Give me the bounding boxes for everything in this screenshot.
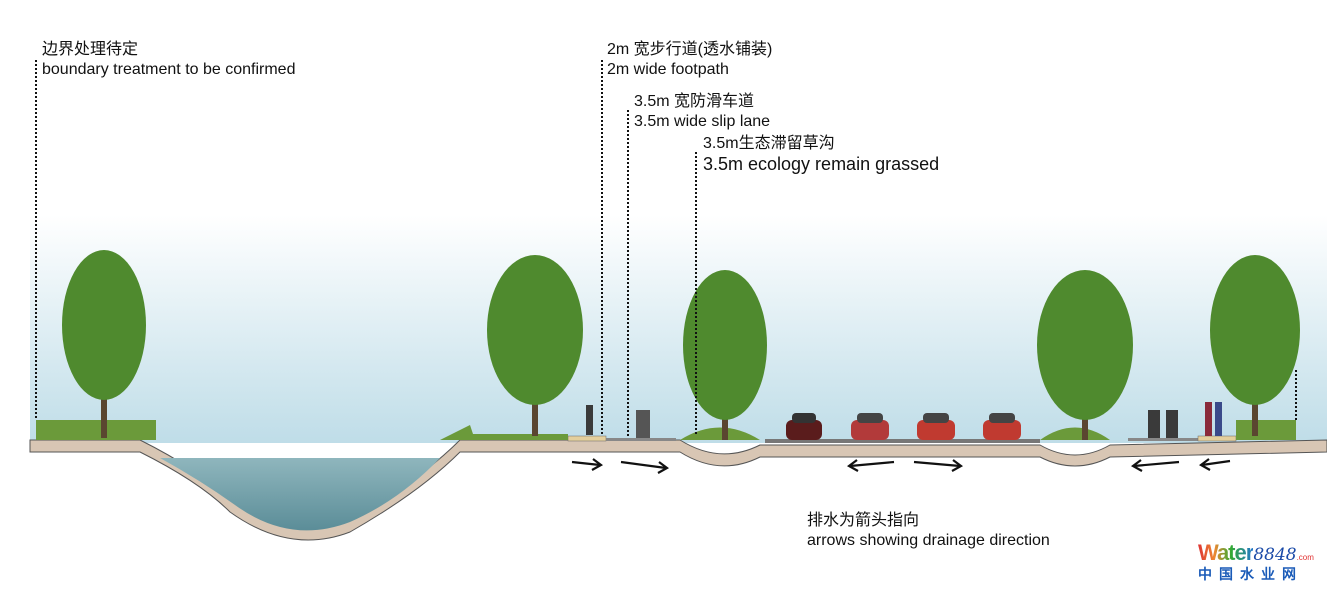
footpath-right: [1197, 435, 1237, 442]
sky-background: [30, 215, 1327, 443]
tree-icon: [1037, 270, 1133, 440]
slip-lane-label-en: 3.5m wide slip lane: [634, 113, 771, 130]
tree-icon: [62, 250, 146, 438]
trees: [62, 250, 1300, 440]
arrow-right-icon: [913, 459, 964, 472]
slip-lane-left: [606, 438, 676, 441]
tree-icon: [683, 270, 767, 440]
pond-water: [160, 458, 440, 531]
car-icon: [917, 413, 955, 440]
car-icon: [851, 413, 889, 440]
tree-icon: [487, 255, 583, 436]
arrow-left-icon: [1198, 458, 1231, 471]
pedestrian-icon: [1215, 402, 1222, 436]
logo-cn: 中国水业网: [1198, 566, 1303, 582]
swale-annotation: 3.5m生态滞留草沟 3.5m ecology remain grassed: [703, 134, 939, 174]
logo-number: 8848: [1253, 545, 1297, 565]
drainage-label-zh: 排水为箭头指向: [807, 512, 920, 529]
car-icon: [786, 413, 822, 440]
scooter-rider-icon: [636, 410, 650, 438]
cyclist-icon: [1166, 410, 1178, 438]
drainage-arrows: [571, 458, 1231, 474]
boundary-label-en: boundary treatment to be confirmed: [42, 61, 296, 78]
footpath-left: [567, 435, 607, 442]
tree-icon: [1210, 255, 1300, 436]
grass: [36, 420, 1296, 440]
footpath-annotation: 2m 宽步行道(透水铺装) 2m wide footpath: [607, 40, 772, 80]
cars: [786, 413, 1021, 440]
car-icon: [983, 413, 1021, 440]
slip-lane-annotation: 3.5m 宽防滑车道 3.5m wide slip lane: [634, 92, 770, 132]
swale-label-zh: 3.5m生态滞留草沟: [703, 135, 835, 152]
cyclist-icon: [1148, 410, 1160, 438]
boundary-annotation: 边界处理待定 boundary treatment to be confirme…: [42, 40, 295, 80]
leader-lines: [35, 60, 1297, 436]
arrow-left-icon: [1130, 459, 1180, 472]
arrow-right-icon: [620, 460, 670, 474]
footpath-label-zh: 2m 宽步行道(透水铺装): [607, 41, 773, 58]
water8848-logo: Water8848.com 中国水业网: [1198, 540, 1323, 584]
footpath-label-en: 2m wide footpath: [607, 61, 729, 78]
arrow-left-icon: [846, 459, 895, 472]
logo-word: Water: [1198, 540, 1254, 565]
drainage-label-en: arrows showing drainage direction: [807, 532, 1050, 549]
drainage-annotation: 排水为箭头指向 arrows showing drainage directio…: [807, 511, 1050, 551]
main-carriageway: [765, 439, 1040, 443]
logo-suffix: .com: [1296, 553, 1314, 562]
boundary-label-zh: 边界处理待定: [42, 41, 139, 58]
pedestrian-icon: [1205, 402, 1212, 436]
pedestrians: [586, 402, 1222, 438]
arrow-right-icon: [571, 458, 604, 471]
slip-lane-label-zh: 3.5m 宽防滑车道: [634, 93, 755, 110]
swale-label-en: 3.5m ecology remain grassed: [703, 154, 940, 174]
pedestrian-icon: [586, 405, 593, 435]
slip-lane-right: [1128, 438, 1198, 441]
